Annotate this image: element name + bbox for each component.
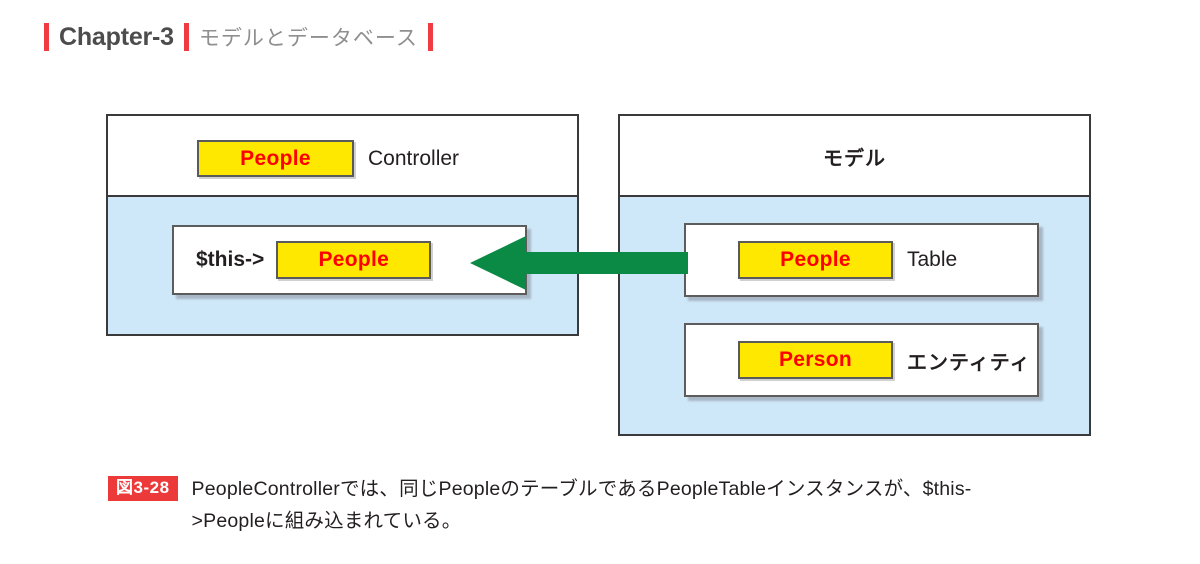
people-table-card: People Table [684,223,1039,297]
controller-panel-header: People Controller [108,116,577,197]
people-reference-tag: People [276,241,432,279]
figure-caption: 図3-28 PeopleControllerでは、同じPeopleのテーブルであ… [108,474,1118,537]
controller-label: Controller [368,146,460,170]
model-panel-header: モデル [620,116,1089,197]
controller-people-tag: People [197,140,354,177]
model-panel: モデル People Table Person エンティティ [618,114,1091,436]
chapter-header: Chapter-3 モデルとデータベース [44,20,433,54]
this-prefix-label: $this-> [196,248,265,271]
chapter-label: Chapter-3 [59,22,174,51]
caption-text: PeopleControllerでは、同じPeopleのテーブルであるPeopl… [192,474,972,537]
model-panel-body: People Table Person エンティティ [620,197,1089,434]
header-rule-left [44,23,49,51]
this-people-card-content: $this-> People [174,241,432,279]
chapter-subtitle: モデルとデータベース [198,27,418,50]
header-rule-middle [183,23,189,51]
this-people-card: $this-> People [172,225,527,295]
figure-number-badge: 図3-28 [108,476,178,502]
people-table-card-content: People Table [686,241,957,279]
person-entity-card-content: Person エンティティ [686,341,1031,379]
header-rule-right [427,23,433,51]
table-label: Table [907,248,958,271]
model-header-row: モデル [620,142,1089,171]
person-entity-tag: Person [738,341,893,379]
person-entity-card: Person エンティティ [684,323,1039,397]
model-title: モデル [823,148,886,170]
people-table-tag: People [738,241,893,279]
entity-label: エンティティ [907,351,1031,374]
controller-panel-body: $this-> People [108,197,577,334]
controller-panel: People Controller $this-> People [106,114,579,336]
caption-line-1: PeopleControllerでは、同じPeopleのテーブルであるPeopl… [191,478,972,500]
caption-line-2: >Peopleに組み込まれている。 [191,509,462,532]
controller-header-row: People Controller [197,140,459,177]
